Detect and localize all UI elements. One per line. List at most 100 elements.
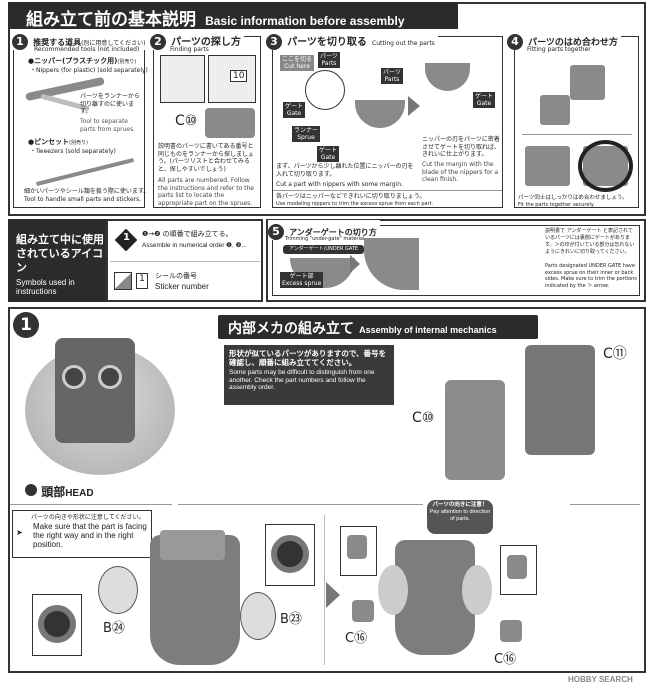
step-title-jp: 内部メカの組み立て [228, 321, 354, 337]
eye-lens-image [62, 365, 86, 389]
orientation-note-en: Make sure that the part is facing the ri… [33, 521, 147, 549]
panel-desc-jp: 説明書で アンダーゲート と表記されているパーツには裏側にゲートがあります。＞の… [545, 228, 635, 255]
fitting-part-image [540, 95, 570, 125]
bubble-jp: パーツの向きに注意！ [432, 502, 488, 508]
panel-number: 1 [12, 34, 28, 50]
part-c16-detail-box [340, 526, 377, 576]
tool-desc-jp: パーツをランナーから切り離すのに使います。 [80, 93, 140, 115]
tool-name-row: ●ピンセット(別売り) [28, 138, 88, 148]
arrow-right-icon [350, 255, 360, 273]
arrow-right-icon [408, 96, 420, 116]
part-c11-image [525, 345, 595, 455]
step-diamond-number: 1 [123, 232, 130, 243]
tool-name-row: ●ニッパー(プラスチック用)(別売り) [28, 57, 136, 67]
step-number: 1 [13, 312, 39, 338]
panel-number: 4 [507, 34, 523, 50]
panel-subtitle: Trimming "under-gate" material [285, 236, 365, 242]
panel-title: パーツのはめ合わせ方 [528, 38, 618, 48]
panel-title: アンダーゲートの切り方 [289, 228, 377, 237]
step-title-en: Assembly of internal mechanics [359, 325, 497, 335]
notice-jp: 形状が似ているパーツがありますので、番号を確認し、順番に組み立ててください。 [229, 349, 387, 367]
step-section [8, 307, 646, 673]
tool-note: (別売り) [69, 140, 89, 146]
part-b24-label: B㉔ [103, 621, 125, 636]
order-desc-en: Assemble in numerical order ❶, ❷... [142, 242, 247, 249]
part-b24-image [98, 566, 138, 614]
part-label: C⑩ [175, 113, 198, 129]
fitting-part-image [570, 65, 605, 100]
panel-under-gate [266, 219, 646, 302]
panel-title: 推奨する道具 [33, 38, 82, 47]
watermark: HOBBY SEARCH [568, 675, 633, 684]
head-label-en: HEAD [65, 488, 94, 499]
part-b24-detail-icon [38, 605, 76, 643]
part-c11-label: C⑪ [603, 346, 627, 362]
symbols-title-jp: されているアイコン [16, 247, 104, 274]
panel-desc-en: Cut the margin with the blade of the nip… [422, 161, 499, 183]
order-desc-jp: ❶→❷ の順番で組み立てる。 [142, 230, 233, 238]
orientation-note-box: パーツの向きや形状に注意してください。 Make sure that the p… [12, 510, 152, 558]
eye-lens-image [98, 365, 122, 389]
fitted-part-image [525, 146, 570, 186]
part-b23-detail-box [265, 524, 315, 586]
prohibited-icon [578, 140, 633, 192]
panel-subtitle: Finding parts [170, 46, 209, 53]
part-b23-detail-icon [271, 535, 309, 573]
notice-box: 形状が似ているパーツがありますので、番号を確認し、順番に組み立ててください。 S… [224, 345, 394, 405]
step-title-banner: 内部メカの組み立て Assembly of internal mechanics [218, 315, 538, 339]
panel-desc-jp: 説明書のパーツに書いてある番号と同じものをランナーから探しましょう。(パーツリス… [158, 143, 255, 173]
sticker-icon [114, 272, 132, 290]
sticker-desc-jp: シールの番号 [155, 272, 197, 280]
arrow-right-icon [326, 582, 340, 608]
panel-number: 3 [266, 34, 282, 50]
sprue-number: 10 [230, 70, 248, 82]
part-b23-label: B㉓ [280, 612, 302, 627]
panel-subtitle: Recommended tools (not included) [34, 46, 140, 53]
panel-number: 2 [150, 34, 166, 50]
direction-bubble: パーツの向きに注意！ Pay attention to direction of… [427, 500, 493, 534]
head-icon [25, 484, 37, 496]
sticker-desc-en: Sticker number [155, 282, 209, 291]
panel-subtitle: Fitting parts together [527, 46, 591, 53]
part-c10-image [445, 380, 505, 480]
tool-desc-en: Tool to separate parts from sprues. [80, 118, 136, 133]
panel-desc-en: Parts designated UNDER GATE have excess … [545, 263, 637, 289]
panel-desc-jp: ニッパーの刃をパーツに密着させてゲートを切り取れば、きれいに仕上がります。 [422, 136, 501, 158]
part-c16-image [500, 620, 522, 642]
part-b23-image [240, 592, 276, 640]
panel-subtitle: Cutting out the parts [372, 40, 435, 47]
panel-title: パーツの探し方 [171, 37, 241, 48]
part-b24-detail-box [32, 594, 82, 656]
panel-number: 5 [268, 224, 284, 240]
head-label-jp: 頭部 [41, 485, 66, 499]
panel-title-note: (別に用意してください) [81, 40, 146, 47]
notice-en: Some parts may be difficult to distingui… [229, 369, 375, 391]
part-c16-detail-box [500, 545, 537, 595]
tool-desc-jp: 細かいパーツやシール類を扱う際に使います。 [24, 188, 150, 195]
tool-desc-en: Tool to handle small parts and stickers. [24, 196, 142, 203]
tool-name-en: ・Tweezers (sold separately) [30, 148, 116, 155]
part-c16-image [352, 600, 374, 622]
panel-desc-en: Cut a part with nippers with some margin… [276, 181, 403, 188]
panel-desc-jp: パーツ同士はしっかりはめ合わせましょう。 [518, 195, 628, 201]
header-title-jp: 組み立て前の基本説明 [26, 10, 196, 30]
symbols-title-en: Symbols used in instructions [16, 278, 75, 296]
internal-mechanics-image [55, 338, 135, 443]
tool-name: ●ピンセット [28, 138, 70, 146]
under-gate-inner [272, 225, 640, 296]
header-title-en: Basic information before assembly [205, 14, 405, 28]
header-bar: 組み立て前の基本説明 Basic information before asse… [8, 2, 458, 30]
completed-head-image [395, 540, 475, 655]
part-image [205, 108, 255, 138]
part-c16-label: C⑯ [345, 631, 368, 646]
part-c16-detail-image [507, 555, 527, 579]
tool-note: (別売り) [117, 59, 137, 65]
ear-dome-image [378, 565, 408, 615]
